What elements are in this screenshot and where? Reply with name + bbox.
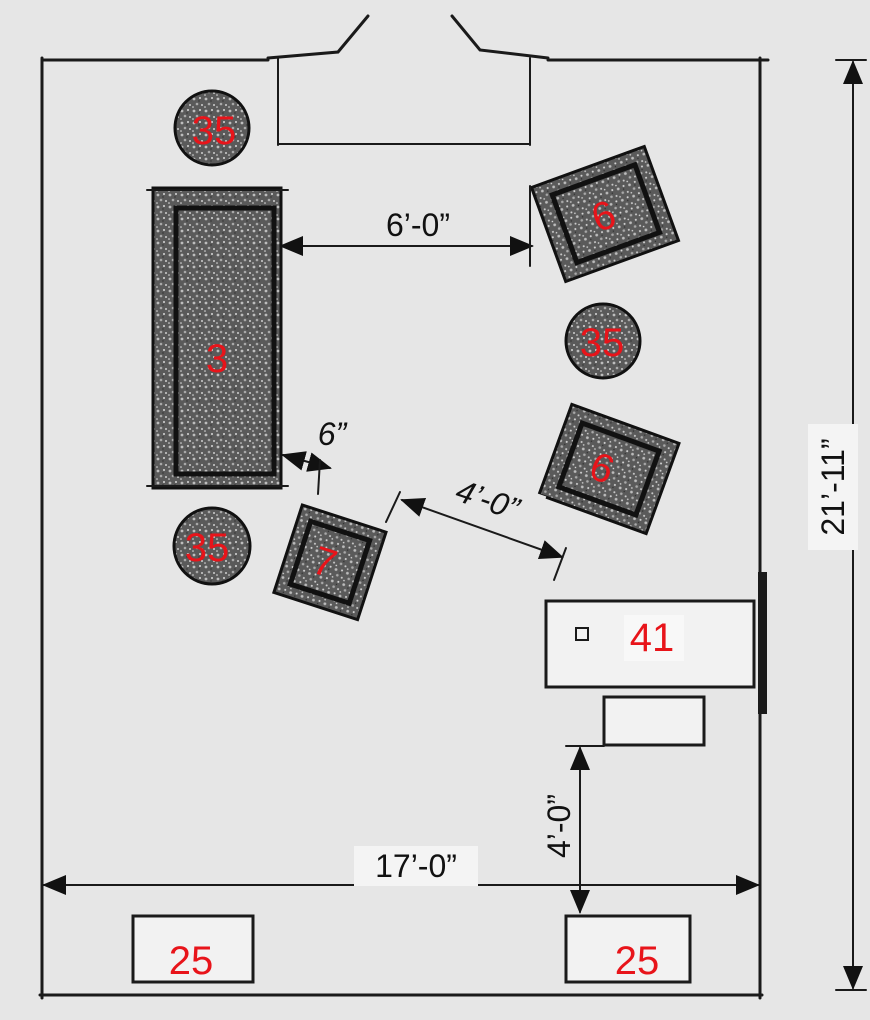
- dimension-sofa-to-chair-label: 6’-0”: [386, 207, 450, 243]
- cabinet-bottom-left[interactable]: 25: [131, 914, 255, 984]
- tv-console-label: 41: [630, 616, 675, 660]
- side-table-bottom-left-label: 35: [185, 526, 230, 570]
- side-table-top-left-label: 35: [192, 109, 237, 153]
- dimension-console-to-wall-label: 4’-0”: [541, 794, 577, 858]
- dimension-sofa-to-accent-chair: 6”: [281, 416, 348, 495]
- side-table-bottom-left[interactable]: 35: [172, 506, 252, 586]
- dimension-room-width-label: 17’-0”: [375, 848, 457, 884]
- cabinet-bottom-right[interactable]: 25: [564, 914, 692, 984]
- dimension-console-to-wall: 4’-0”: [541, 745, 605, 914]
- dimension-room-length-label: 21’-11”: [815, 438, 851, 535]
- dimension-accent-chair-to-console: 4’-0”: [385, 461, 567, 581]
- dimension-room-width: 17’-0”: [42, 846, 760, 895]
- dimension-sofa-to-accent-chair-label: 6”: [318, 416, 348, 452]
- sofa-label: 3: [206, 337, 228, 381]
- dimension-sofa-to-chair: 6’-0”: [279, 185, 534, 267]
- entry-doors: [266, 14, 550, 146]
- tv-console[interactable]: 41: [544, 599, 756, 689]
- window: [758, 572, 767, 714]
- armchair-top-right[interactable]: 6: [529, 144, 681, 284]
- side-table-mid-right[interactable]: 35: [564, 302, 642, 380]
- room-walls: [38, 56, 770, 1000]
- cabinet-bottom-right-label: 25: [615, 939, 660, 983]
- sofa[interactable]: 3: [146, 186, 289, 490]
- side-table-mid-right-label: 35: [580, 321, 625, 365]
- side-table-top-left[interactable]: 35: [173, 89, 251, 167]
- dimension-room-length: 21’-11”: [808, 59, 867, 991]
- cabinet-bottom-left-label: 25: [169, 939, 214, 983]
- accent-chair[interactable]: 7: [271, 503, 388, 622]
- armchair-mid-right[interactable]: 6: [537, 402, 681, 536]
- ottoman[interactable]: [602, 695, 706, 747]
